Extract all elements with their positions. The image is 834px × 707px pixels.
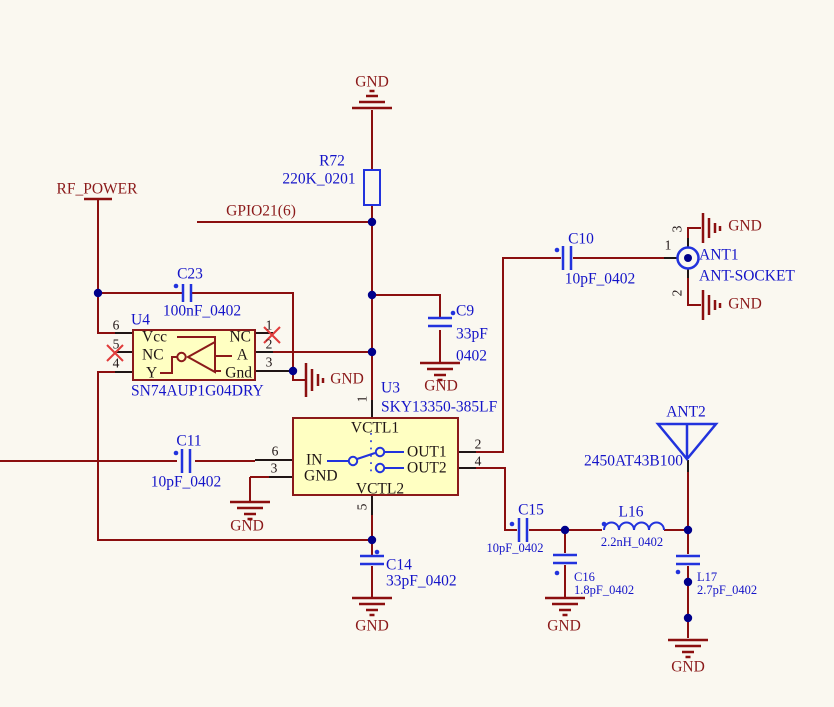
u3-pin-number-4: 4 <box>474 453 482 469</box>
no-connect-x-u4-pin1 <box>263 326 281 344</box>
ant2-part: 2450AT43B100 <box>583 452 683 470</box>
u3-pin-number-5: 5 <box>354 503 370 511</box>
c10-capacitor-symbol <box>561 246 573 270</box>
l17-value: 2.7pF_0402 <box>697 582 758 597</box>
c16-value: 1.8pF_0402 <box>574 582 635 597</box>
u3-pin-name-in: IN <box>306 451 323 469</box>
c15-value: 10pF_0402 <box>486 540 544 555</box>
u3-pin-name-vctl1: VCTL1 <box>350 419 400 437</box>
u4-pin-name-nc-left: NC <box>142 346 164 364</box>
ant1-part: ANT-SOCKET <box>699 267 795 285</box>
gnd-symbol-ant1-top <box>701 213 722 243</box>
u3-pin-number-2: 2 <box>474 436 482 452</box>
u3-switch-icon <box>327 433 404 475</box>
u4-pin-name-nc-right: NC <box>229 328 251 346</box>
pin-stubs <box>115 238 689 515</box>
gnd-symbol-top <box>352 89 392 110</box>
ant1-ref: ANT1 <box>699 246 739 264</box>
c23-value: 100nF_0402 <box>162 302 242 320</box>
c15-ref: C15 <box>518 501 544 519</box>
u3-body <box>292 417 459 496</box>
c23-capacitor-symbol <box>181 284 193 302</box>
c23-ref: C23 <box>177 265 203 283</box>
l17-ref: L17 <box>697 569 718 584</box>
ant1-pin-number-1: 1 <box>664 237 672 253</box>
gnd-symbol-c16 <box>545 596 585 617</box>
u3-pin-number-6: 6 <box>271 443 279 459</box>
gnd-symbol-u4-side <box>304 363 325 397</box>
c9-value-line2: 0402 <box>456 347 487 365</box>
c9-capacitor-symbol <box>428 316 452 328</box>
gnd-symbol-ant1-bottom <box>701 290 722 320</box>
c14-capacitor-symbol <box>360 554 384 566</box>
l16-value: 2.2nH_0402 <box>600 534 664 549</box>
wires <box>0 110 701 638</box>
u4-pin-number-1: 1 <box>265 317 273 333</box>
r72-resistor-symbol <box>363 169 381 206</box>
gnd-label-top: GND <box>355 73 389 91</box>
c9-ref: C9 <box>456 302 475 320</box>
net-label-gpio21: GPIO21(6) <box>226 202 296 220</box>
net-label-rf-power: RF_POWER <box>56 180 138 198</box>
gnd-label-l17: GND <box>671 658 705 676</box>
c16-capacitor-symbol <box>553 553 577 565</box>
gnd-symbol-c9 <box>420 361 460 382</box>
gnd-label-c16: GND <box>547 617 581 635</box>
ant2-ref: ANT2 <box>666 403 706 421</box>
u3-pin-name-out1: OUT1 <box>407 443 447 461</box>
u3-pin-name-gnd: GND <box>304 467 338 485</box>
u4-pin-number-6: 6 <box>112 317 120 333</box>
c14-value: 33pF_0402 <box>386 572 457 590</box>
u4-ref: U4 <box>131 311 150 329</box>
u4-part: SN74AUP1G04DRY <box>131 382 264 400</box>
gnd-label-c11: GND <box>230 517 264 535</box>
u4-pin-name-y: Y <box>146 364 158 382</box>
ant1-pin-number-3: 3 <box>669 225 685 233</box>
u3-pin-number-1: 1 <box>354 395 370 403</box>
c11-capacitor-symbol <box>180 449 192 473</box>
u4-pin-name-a: A <box>236 346 248 364</box>
ant1-pin-number-2: 2 <box>669 289 685 297</box>
c14-ref: C14 <box>386 556 412 574</box>
c9-value-line1: 33pF <box>456 325 488 343</box>
junction-dots <box>93 217 693 623</box>
gnd-label-ant1-bottom: GND <box>728 295 762 313</box>
u4-pin-name-gnd: Gnd <box>225 364 252 382</box>
c11-ref: C11 <box>176 432 202 450</box>
u4-pin-number-2: 2 <box>265 336 273 352</box>
gnd-symbol-l17 <box>668 638 708 659</box>
u3-pin-number-3: 3 <box>270 460 278 476</box>
ant1-connector-symbol <box>676 246 700 270</box>
u3-part: SKY13350-385LF <box>381 398 498 416</box>
u3-ref: U3 <box>381 379 400 397</box>
no-connect-x-u4-pin5 <box>106 344 124 362</box>
pin1-marker-dots <box>173 247 681 576</box>
c15-capacitor-symbol <box>517 518 529 542</box>
r72-value: 220K_0201 <box>282 170 356 188</box>
u4-body <box>132 329 256 381</box>
c16-ref: C16 <box>574 569 595 584</box>
u4-pin-number-3: 3 <box>265 354 273 370</box>
c10-value: 10pF_0402 <box>564 270 636 288</box>
l16-ref: L16 <box>618 503 644 521</box>
u4-pin-name-vcc: Vcc <box>142 328 167 346</box>
r72-ref: R72 <box>319 152 345 170</box>
l16-inductor-symbol <box>603 521 665 531</box>
c11-value: 10pF_0402 <box>150 473 222 491</box>
u4-pin-number-4: 4 <box>112 355 120 371</box>
gnd-label-ant1-top: GND <box>728 217 762 235</box>
gnd-label-u4: GND <box>330 370 364 388</box>
l17-capacitor-symbol <box>676 554 700 566</box>
u3-pin-name-vctl2: VCTL2 <box>355 480 405 498</box>
c10-ref: C10 <box>568 230 594 248</box>
gnd-label-c14: GND <box>355 617 389 635</box>
u4-inverter-icon <box>160 336 232 374</box>
u4-pin-number-5: 5 <box>112 336 120 352</box>
gnd-symbol-c14 <box>352 596 392 617</box>
gnd-symbol-c11 <box>230 500 270 521</box>
gnd-label-c9: GND <box>424 377 458 395</box>
ant2-antenna-symbol <box>655 422 719 461</box>
u3-pin-name-out2: OUT2 <box>407 459 447 477</box>
